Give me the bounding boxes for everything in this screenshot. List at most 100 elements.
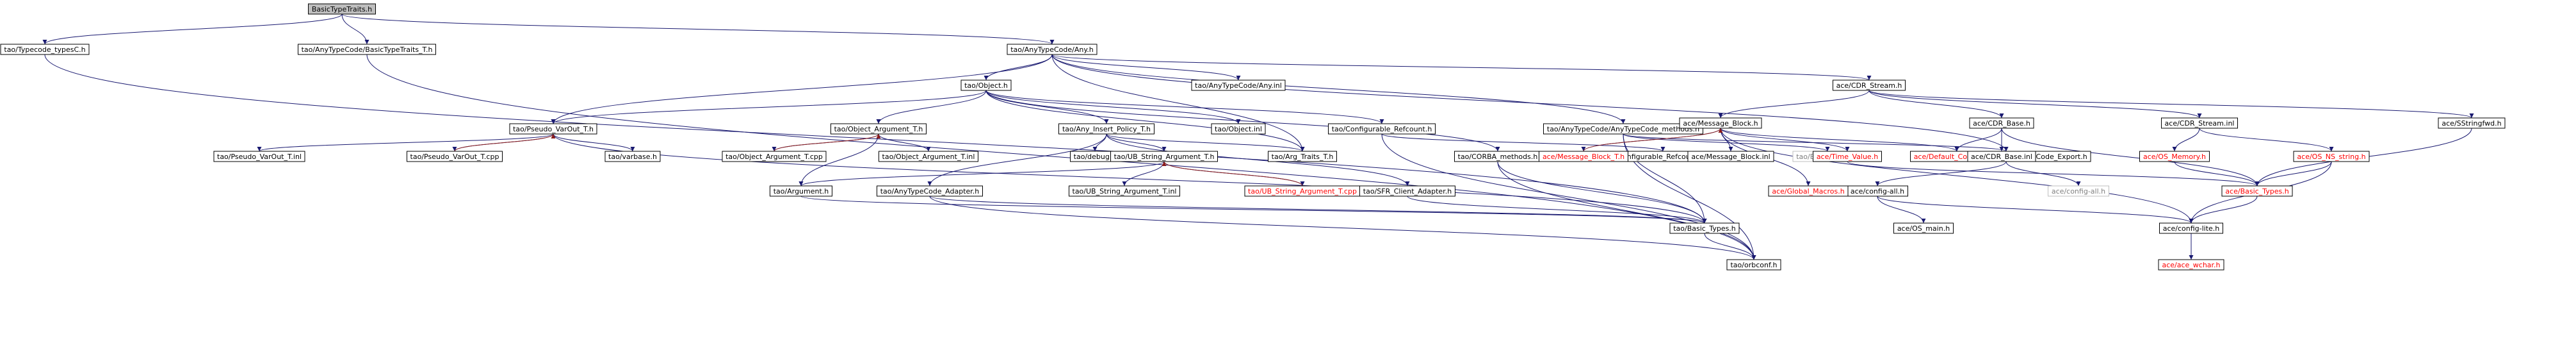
graph-edge — [1877, 196, 1926, 224]
graph-node[interactable]: tao/Object.h — [960, 79, 1012, 91]
graph-node[interactable]: tao/Object_Argument_T.cpp — [722, 151, 827, 162]
graph-edge — [1868, 90, 2474, 119]
graph-node[interactable]: ace/Message_Block.h — [1679, 117, 1762, 129]
graph-node-label: tao/Argument.h — [774, 187, 829, 196]
graph-node-box — [2139, 151, 2210, 162]
graph-node-label: ace/config-all.h — [1851, 187, 1904, 196]
graph-node[interactable]: tao/Pseudo_VarOut_T.inl — [213, 151, 305, 162]
graph-node-label: tao/Object.inl — [1215, 125, 1262, 133]
graph-node[interactable]: tao/UB_String_Argument_T.cpp — [1244, 185, 1361, 197]
graph-node-label: ace/Global_Macros.h — [1772, 187, 1844, 196]
graph-node-label: tao/Basic_Types.h — [1673, 224, 1736, 233]
graph-node[interactable]: ace/SStringfwd.h — [2438, 117, 2506, 129]
graph-node-box — [1359, 185, 1455, 197]
graph-node[interactable]: ace/OS_NS_string.h — [2293, 151, 2370, 162]
graph-node[interactable]: tao/Arg_Traits_T.h — [1268, 151, 1337, 162]
graph-edge — [1497, 161, 1707, 224]
graph-edge — [42, 13, 343, 45]
graph-node-box — [1726, 259, 1781, 271]
graph-node-box — [1211, 123, 1266, 135]
graph-edge — [454, 133, 556, 152]
graph-node[interactable]: ace/config-all.h — [1847, 185, 1908, 197]
graph-edge — [984, 54, 1053, 81]
graph-node[interactable]: tao/Basic_Types.h — [1669, 222, 1740, 234]
graph-node[interactable]: tao/orbconf.h — [1726, 259, 1781, 271]
graph-node[interactable]: tao/Pseudo_VarOut_T.h — [509, 123, 597, 135]
graph-edge — [1381, 133, 1756, 260]
graph-node[interactable]: tao/AnyTypeCode/AnyTypeCode_methods.h — [1543, 123, 1703, 135]
graph-node-label: tao/Object_Argument_T.cpp — [725, 153, 823, 161]
graph-edge — [44, 54, 1707, 224]
graph-node[interactable]: tao/UB_String_Argument_T.inl — [1069, 185, 1180, 197]
graph-node-label: tao/AnyTypeCode/BasicTypeTraits_T.h — [302, 46, 433, 54]
graph-edge — [551, 90, 987, 124]
graph-node-label: tao/UB_String_Argument_T.inl — [1073, 187, 1177, 196]
graph-node[interactable]: tao/debug.h — [1070, 151, 1120, 162]
graph-node[interactable]: ace/CDR_Stream.h — [1833, 79, 1906, 91]
graph-node-label: tao/Any_Insert_Policy_T.h — [1062, 125, 1151, 133]
graph-node[interactable]: tao/AnyTypeCode/BasicTypeTraits_T.h — [298, 44, 436, 55]
graph-node[interactable]: tao/Object_Argument_T.inl — [879, 151, 978, 162]
graph-node[interactable]: ace/CDR_Base.inl — [1967, 151, 2036, 162]
graph-node[interactable]: tao/AnyTypeCode/Any.inl — [1191, 79, 1286, 91]
graph-node[interactable]: ace/Basic_Types.h — [2221, 185, 2293, 197]
graph-edge — [2255, 161, 2332, 187]
graph-edge — [341, 13, 1055, 45]
graph-node-label: ace/Message_Block.inl — [1691, 153, 1770, 161]
graph-node-box — [1969, 117, 2034, 129]
graph-node-label: ace/Basic_Types.h — [2225, 187, 2288, 196]
graph-node-box — [877, 185, 983, 197]
graph-node[interactable]: tao/SFR_Client_Adapter.h — [1359, 185, 1455, 197]
graph-node-box — [213, 151, 305, 162]
graph-node[interactable]: tao/Argument.h — [770, 185, 832, 197]
graph-node[interactable]: tao/Any_Insert_Policy_T.h — [1058, 123, 1154, 135]
graph-node-box — [308, 3, 376, 15]
graph-node[interactable]: ace/Global_Macros.h — [1768, 185, 1849, 197]
graph-node[interactable]: tao/Object_Argument_T.h — [830, 123, 927, 135]
graph-edge — [798, 161, 1165, 187]
graph-node[interactable]: tao/varbase.h — [604, 151, 661, 162]
graph-node[interactable]: ace/CDR_Base.h — [1969, 117, 2034, 129]
graph-node[interactable]: ace/Message_Block_T.h — [1539, 151, 1628, 162]
graph-node[interactable]: tao/Typecode_typesC.h — [0, 44, 90, 55]
graph-node[interactable]: tao/Object.inl — [1211, 123, 1266, 135]
graph-node[interactable]: tao/UB_String_Argument_T.h — [1110, 151, 1218, 162]
graph-edge — [1106, 133, 1410, 187]
graph-node[interactable]: ace/Message_Block.inl — [1687, 151, 1774, 162]
graph-node[interactable]: ace/OS_main.h — [1893, 222, 1954, 234]
graph-edge — [341, 13, 369, 45]
graph-node[interactable]: tao/AnyTypeCode/Any.h — [1007, 44, 1098, 55]
graph-node[interactable]: tao/Pseudo_VarOut_T.cpp — [407, 151, 503, 162]
graph-node[interactable]: tao/AnyTypeCode_Adapter.h — [877, 185, 983, 197]
graph-edge — [985, 90, 1500, 152]
graph-edge — [774, 133, 881, 152]
graph-edge — [1623, 133, 1707, 224]
graph-node-label: tao/Arg_Traits_T.h — [1272, 153, 1334, 161]
graph-node-label: tao/AnyTypeCode/AnyTypeCode_methods.h — [1547, 125, 1699, 133]
graph-edge — [1720, 128, 1850, 152]
graph-edge — [553, 133, 1707, 224]
graph-node-label: tao/Pseudo_VarOut_T.inl — [217, 153, 302, 161]
graph-node[interactable]: ace/config-all.h — [2048, 185, 2109, 197]
graph-node[interactable]: ace/Time_Value.h — [1813, 151, 1882, 162]
graph-edge — [1051, 54, 1305, 152]
graph-edge — [1381, 133, 1665, 152]
graph-node[interactable]: ace/OS_Memory.h — [2139, 151, 2210, 162]
graph-node[interactable]: ace/CDR_Stream.inl — [2161, 117, 2238, 129]
graph-node-label: tao/debug.h — [1074, 153, 1117, 161]
graph-node[interactable]: ace/ace_wchar.h — [2158, 259, 2224, 271]
graph-edge — [985, 90, 1384, 124]
graph-node[interactable]: tao/Configurable_Refcount.h — [1328, 123, 1436, 135]
graph-edge — [800, 196, 1707, 224]
graph-node[interactable]: ace/config-lite.h — [2159, 222, 2223, 234]
graph-edge — [1162, 161, 1303, 187]
graph-node-label: ace/OS_NS_string.h — [2297, 153, 2365, 161]
graph-node[interactable]: tao/CORBA_methods.h — [1454, 151, 1541, 162]
graph-edge — [985, 90, 1109, 124]
graph-node[interactable]: BasicTypeTraits.h — [308, 3, 376, 15]
graph-node-box — [1328, 123, 1436, 135]
graph-edge — [1407, 196, 1707, 224]
graph-node-box — [604, 151, 661, 162]
graph-node-box — [830, 123, 927, 135]
graph-edge — [1106, 133, 1305, 152]
